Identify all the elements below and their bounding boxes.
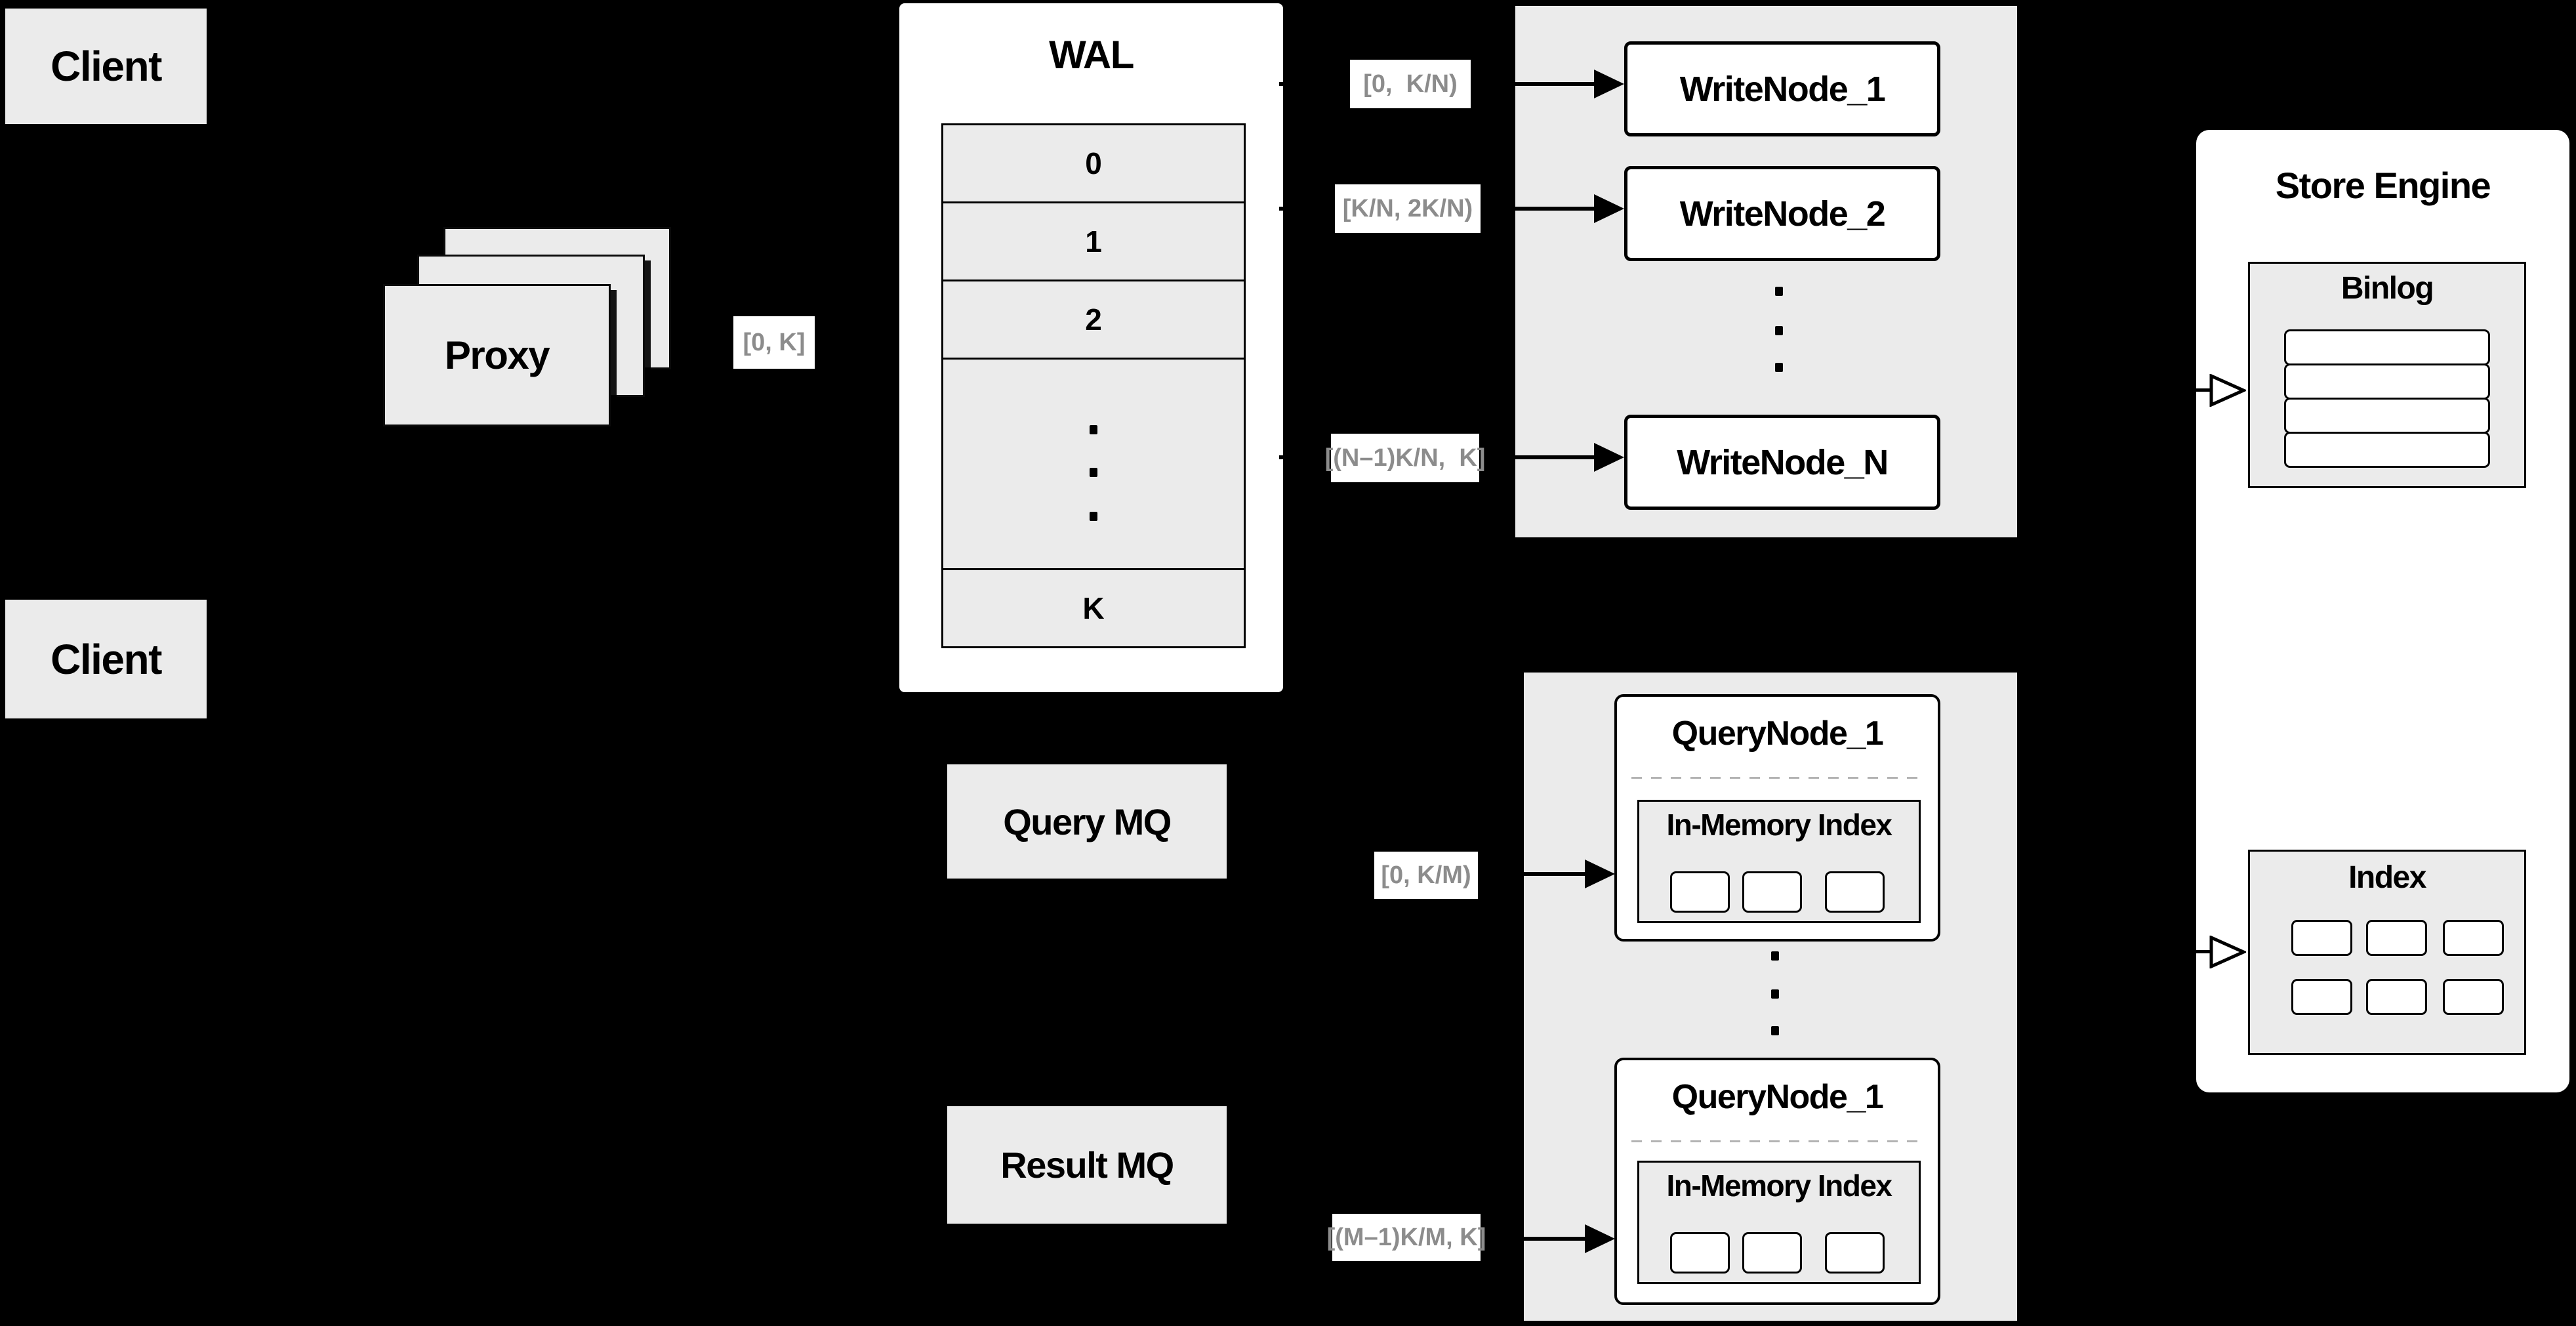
arrow-binlog-head [2209, 374, 2246, 407]
ellipsis-dot [1771, 951, 1779, 961]
wal-row-2-label: 2 [1085, 302, 1102, 337]
client-box-bottom: Client [5, 600, 207, 718]
binlog-row [2284, 363, 2490, 400]
querynode-1-box: QueryNode_1 In-Memory Index [1614, 694, 1940, 942]
index-cell [2443, 920, 2504, 956]
wal-row-1: 1 [941, 201, 1246, 281]
index-cell [2366, 979, 2427, 1015]
index-cell [2291, 920, 2352, 956]
writenode-1-label: WriteNode_1 [1679, 69, 1886, 109]
querynode-1-title: QueryNode_1 [1671, 715, 1884, 753]
inmemory-index-1-title: In-Memory Index [1666, 808, 1892, 842]
ellipsis-dot [1775, 326, 1783, 335]
arrow-querynode2-head [1585, 1224, 1615, 1253]
writenode-2-label: WriteNode_2 [1679, 194, 1886, 234]
index-cell [2443, 979, 2504, 1015]
ellipsis-dot [1090, 425, 1097, 434]
inmemory-index-box-2: In-Memory Index [1637, 1161, 1921, 1284]
range-label-querynodem: [(M–1)K/M, K] [1327, 1214, 1486, 1261]
binlog-row [2284, 398, 2490, 434]
range-label-querynode1-text: [0, K/M) [1381, 861, 1471, 889]
result-mq-box: Result MQ [947, 1106, 1227, 1224]
binlog-row [2284, 432, 2490, 468]
index-cell [2366, 920, 2427, 956]
wal-row-1-label: 1 [1085, 224, 1102, 259]
ellipsis-dot [1090, 468, 1097, 477]
range-label-writenode1: [0, K/N) [1350, 60, 1471, 108]
range-label-querynode1: [0, K/M) [1374, 852, 1478, 899]
range-label-writenoden: [(N–1)K/N, K] [1325, 434, 1485, 482]
arrow-index-head [2209, 936, 2246, 968]
arrow-writenode2-head [1594, 194, 1624, 223]
result-mq-label: Result MQ [1000, 1144, 1174, 1186]
ellipsis-dot [1771, 1026, 1779, 1035]
wal-panel: WAL 0 1 2 K [899, 3, 1283, 692]
ellipsis-dot [1775, 287, 1783, 296]
wal-row-k-label: K [1082, 591, 1105, 625]
range-label-querynodem-text: [(M–1)K/M, K] [1326, 1223, 1486, 1251]
querynode-2-title: QueryNode_1 [1671, 1078, 1884, 1116]
binlog-box: Binlog [2248, 262, 2526, 488]
range-label-writenoden-text: [(N–1)K/N, K] [1324, 444, 1486, 472]
arrow-binlog-line [2125, 388, 2215, 392]
writenode-1-box: WriteNode_1 [1624, 41, 1940, 136]
querynode-2-separator [1631, 1140, 1918, 1142]
ellipsis-dot [1775, 363, 1783, 372]
wal-row-0-label: 0 [1085, 146, 1102, 180]
wal-row-0: 0 [941, 123, 1246, 203]
binlog-row [2284, 329, 2490, 365]
writenode-2-box: WriteNode_2 [1624, 166, 1940, 261]
inmemory-cell [1742, 1232, 1802, 1274]
writenode-n-box: WriteNode_N [1624, 415, 1940, 510]
binlog-title: Binlog [2341, 271, 2434, 306]
inmemory-index-2-title: In-Memory Index [1666, 1169, 1892, 1203]
writenode-n-label: WriteNode_N [1677, 442, 1889, 482]
client-bottom-label: Client [51, 635, 162, 683]
index-cell [2291, 979, 2352, 1015]
proxy-card-front: Proxy [383, 284, 611, 426]
inmemory-cell [1742, 871, 1802, 913]
store-engine-panel: Store Engine Binlog Index [2196, 130, 2569, 1092]
index-box: Index [2248, 850, 2526, 1055]
client-top-label: Client [51, 43, 162, 90]
inmemory-cell [1825, 1232, 1885, 1274]
querynode-1-separator [1631, 777, 1918, 779]
arrow-index-line [2125, 950, 2215, 953]
wal-table: 0 1 2 K [941, 123, 1246, 648]
ellipsis-dot [1090, 512, 1097, 521]
range-label-proxy: [0, K] [733, 316, 815, 369]
wal-row-k: K [941, 568, 1246, 648]
wal-row-ellipsis [941, 358, 1246, 570]
arrow-writenode1-head [1594, 70, 1624, 98]
inmemory-index-box-1: In-Memory Index [1637, 800, 1921, 923]
range-label-writenode1-text: [0, K/N) [1363, 70, 1458, 98]
wal-title: WAL [1049, 33, 1134, 77]
query-mq-label: Query MQ [1003, 800, 1172, 842]
proxy-label: Proxy [444, 333, 550, 377]
client-box-top: Client [5, 9, 207, 124]
inmemory-cell [1670, 1232, 1730, 1274]
inmemory-cell [1670, 871, 1730, 913]
arrow-querynode1-head [1585, 860, 1615, 888]
query-mq-box: Query MQ [947, 764, 1227, 879]
querynode-panel: QueryNode_1 In-Memory Index QueryNode_1 … [1523, 671, 2018, 1322]
ellipsis-dot [1771, 989, 1779, 999]
arrow-writenoden-head [1594, 443, 1624, 472]
binlog-rows [2284, 329, 2490, 468]
store-engine-title: Store Engine [2275, 165, 2491, 206]
wal-row-2: 2 [941, 280, 1246, 360]
index-title: Index [2348, 860, 2426, 895]
inmemory-cell [1825, 871, 1885, 913]
range-label-writenode2: [K/N, 2K/N) [1335, 184, 1481, 233]
querynode-2-box: QueryNode_1 In-Memory Index [1614, 1058, 1940, 1305]
range-label-writenode2-text: [K/N, 2K/N) [1342, 194, 1473, 222]
range-label-proxy-text: [0, K] [743, 328, 806, 356]
